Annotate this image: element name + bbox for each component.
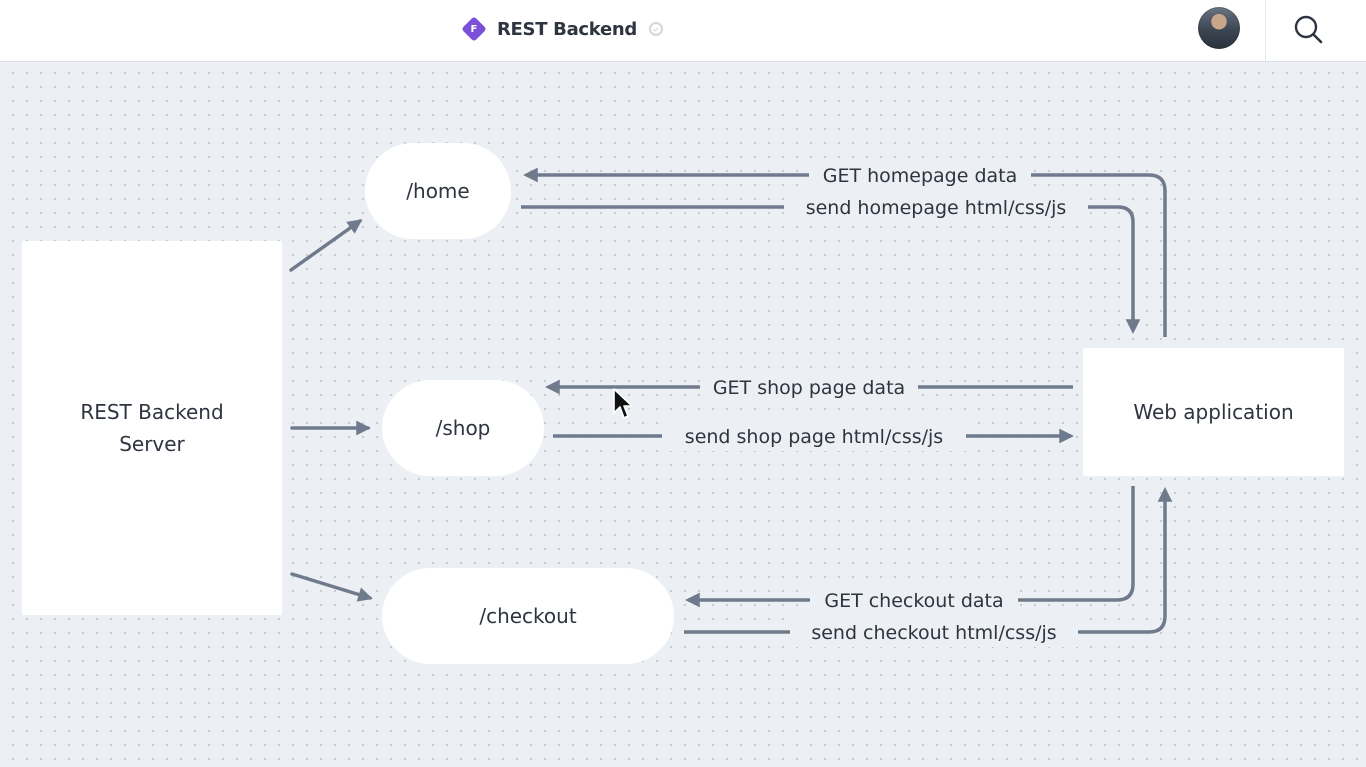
badge-letter: F (470, 23, 478, 35)
verified-icon (649, 22, 663, 36)
diamond-badge-icon: F (461, 16, 487, 42)
document-title[interactable]: REST Backend (497, 18, 637, 40)
route-checkout-node[interactable]: /checkout (382, 568, 674, 664)
header-divider (1265, 0, 1266, 61)
rest-backend-server-node[interactable]: REST Backend Server (22, 241, 282, 615)
route-shop-node[interactable]: /shop (382, 380, 544, 476)
top-bar: F REST Backend (0, 0, 1366, 62)
avatar[interactable] (1198, 7, 1240, 49)
search-icon (1294, 15, 1323, 44)
web-application-node[interactable]: Web application (1083, 348, 1344, 476)
document-title-group[interactable]: F REST Backend (461, 14, 663, 44)
route-home-node[interactable]: /home (365, 143, 511, 239)
search-button[interactable] (1288, 10, 1328, 50)
cursor-icon (613, 388, 633, 419)
